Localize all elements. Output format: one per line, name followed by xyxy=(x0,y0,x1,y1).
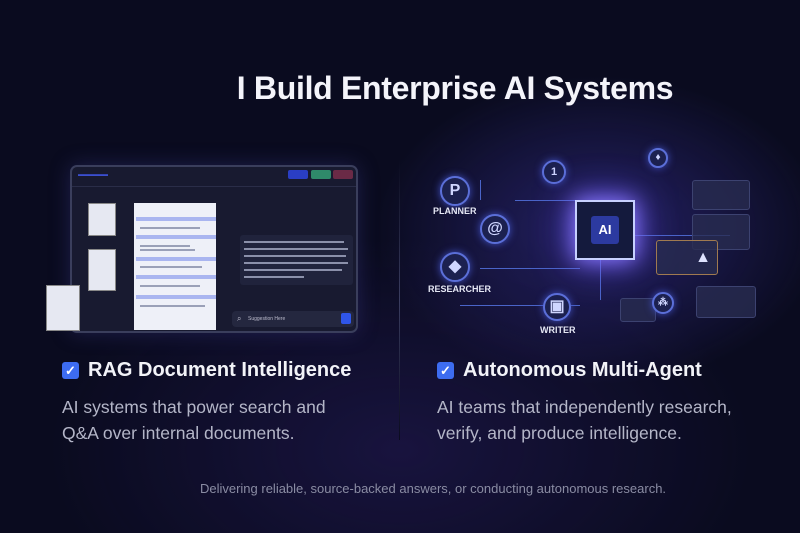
document-stack-icon xyxy=(46,285,80,331)
divider xyxy=(399,160,400,440)
ai-chip-label: AI xyxy=(591,216,619,244)
researcher-icon: ◆ xyxy=(440,252,470,282)
multi-agent-description: AI teams that independently research, ve… xyxy=(437,394,732,446)
multi-agent-diagram: P PLANNER @ ◆ RESEARCHER ▣ WRITER 1 ♦ AI… xyxy=(420,140,760,340)
trophy-icon: ♦ xyxy=(648,148,668,168)
info-card xyxy=(620,298,656,322)
ai-chip: AI xyxy=(575,200,635,260)
multi-agent-heading: ✓ Autonomous Multi-Agent xyxy=(437,359,702,382)
page-thumbnail xyxy=(88,203,116,236)
multi-agent-description-line: verify, and produce intelligence. xyxy=(437,423,682,443)
rag-app-mockup: ▬▬▬▬▬ ⌕ Suggestion Here xyxy=(46,165,358,333)
rag-heading: ✓ RAG Document Intelligence xyxy=(62,359,351,382)
answer-panel xyxy=(240,235,353,285)
rag-heading-text: RAG Document Intelligence xyxy=(88,359,352,381)
team-icon: ⁂ xyxy=(652,292,674,314)
send-button[interactable] xyxy=(341,313,351,324)
mockup-titlebar: ▬▬▬▬▬ xyxy=(72,167,356,187)
search-input[interactable]: ⌕ Suggestion Here xyxy=(232,311,354,327)
mockup-brand: ▬▬▬▬▬ xyxy=(78,172,108,178)
search-agent-icon: @ xyxy=(480,214,510,244)
multi-agent-description-line: AI teams that independently research, xyxy=(437,397,732,417)
checkbox-checked-icon: ✓ xyxy=(62,362,79,379)
checkbox-checked-icon: ✓ xyxy=(437,362,454,379)
planner-icon: P xyxy=(440,176,470,206)
rag-description-line: AI systems that power search and xyxy=(62,397,326,417)
rag-description: AI systems that power search and Q&A ove… xyxy=(62,394,326,446)
mockup-button-blue xyxy=(288,170,308,179)
mountain-icon: ▲ xyxy=(695,249,711,266)
researcher-label: RESEARCHER xyxy=(428,284,492,294)
mockup-button-red xyxy=(333,170,353,179)
multi-agent-heading-text: Autonomous Multi-Agent xyxy=(463,359,702,381)
mockup-button-green xyxy=(311,170,331,179)
info-card xyxy=(692,180,750,210)
step-one-icon: 1 xyxy=(542,160,566,184)
info-card xyxy=(696,286,756,318)
writer-icon: ▣ xyxy=(543,293,571,321)
writer-label: WRITER xyxy=(540,325,576,335)
document-preview xyxy=(134,203,216,330)
page-thumbnail xyxy=(88,249,116,291)
footer-tagline: Delivering reliable, source-backed answe… xyxy=(199,481,667,496)
rag-description-line: Q&A over internal documents. xyxy=(62,423,295,443)
search-placeholder: Suggestion Here xyxy=(248,316,286,322)
planner-label: PLANNER xyxy=(433,206,477,216)
page-title: I Build Enterprise AI Systems xyxy=(236,70,674,106)
search-icon: ⌕ xyxy=(237,314,242,323)
image-card: ▲ xyxy=(656,240,718,275)
